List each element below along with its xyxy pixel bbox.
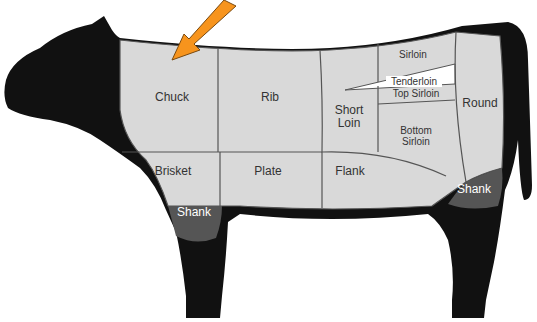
cut-label: Round [458, 97, 502, 110]
cut-label: Bottom Sirloin [386, 125, 446, 147]
cut-label: Short Loin [324, 104, 374, 130]
cut-label: Sirloin [388, 49, 438, 60]
front-shank [168, 206, 222, 242]
cut-label: Brisket [133, 165, 213, 178]
cut-label: Shank [171, 206, 217, 219]
cut-label: Shank [451, 183, 497, 196]
pointer-arrow [172, 0, 236, 60]
cut-label: Rib [245, 91, 295, 104]
cow-silhouette [4, 16, 532, 318]
tenderloin-wedge [345, 64, 455, 90]
cut-label: Chuck [142, 91, 202, 104]
cut-label: Tenderloin [386, 76, 442, 87]
cut-label: Plate [228, 165, 308, 178]
cut-label: Top Sirloin [381, 88, 451, 99]
cut-label: Flank [325, 165, 375, 178]
rear-shank [448, 168, 503, 209]
